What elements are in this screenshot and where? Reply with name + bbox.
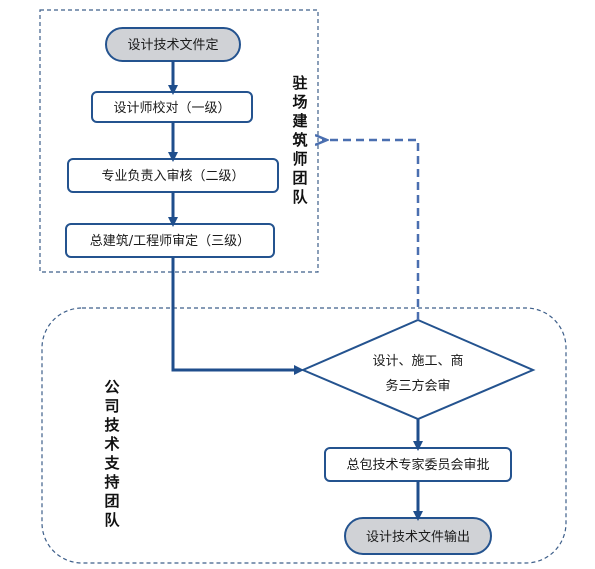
joint-review-label-line2: 务三方会审 [385,378,450,394]
feedback-arrow-to-site-team [322,140,420,320]
site-team-label: 驻场建筑师团队 [291,74,308,206]
level1-node-label: 设计师校对（一级） [113,100,230,116]
company-team-group-border [41,307,567,564]
company-team-label: 公司技术支持团队 [103,378,120,529]
arrow-level3-to-joint-review [171,257,304,375]
start-node-label: 设计技术文件定 [127,38,218,53]
level3-node-label: 总建筑/工程师审定（三级） [90,233,250,249]
end-node-label: 设计技术文件输出 [366,529,470,545]
joint-review-diamond [300,318,536,421]
expert-review-node-label: 总包技术专家委员会审批 [346,457,489,473]
level2-node-label: 专业负责入审核（二级） [101,169,244,184]
joint-review-label-line1: 设计、施工、商 [372,354,463,369]
